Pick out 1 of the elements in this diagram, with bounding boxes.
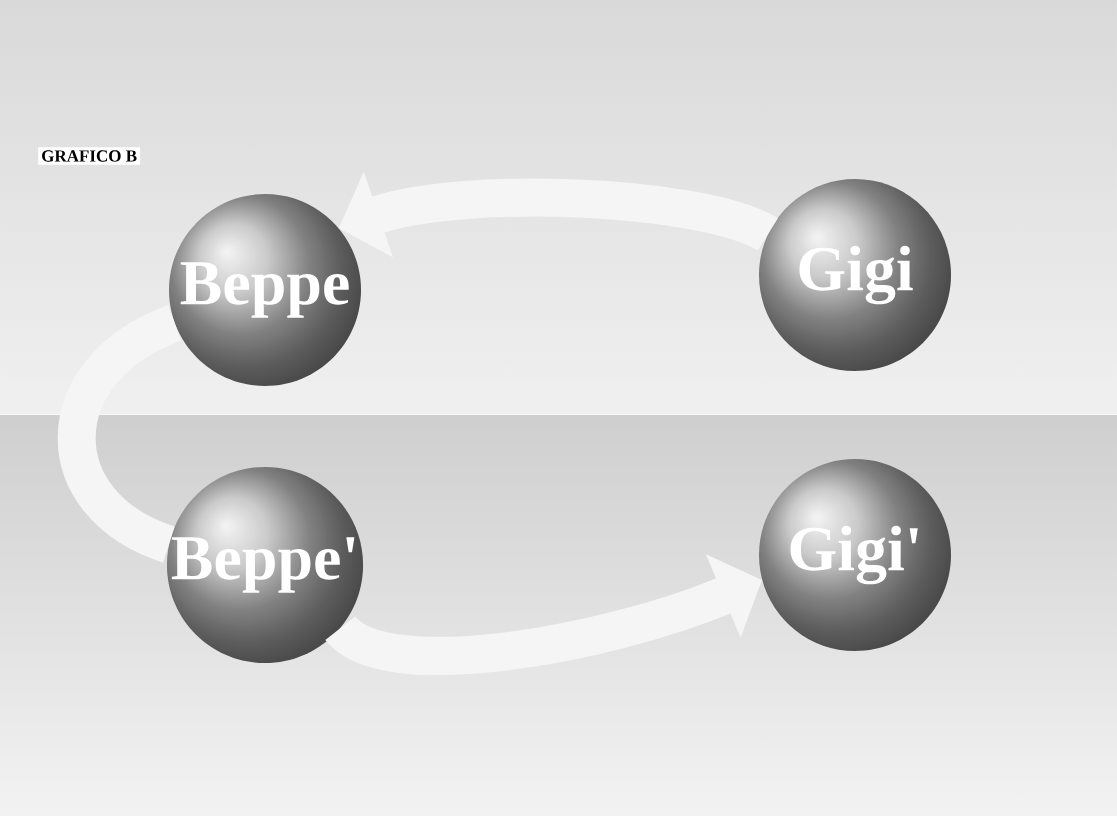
- title: GRAFICO B: [38, 147, 141, 165]
